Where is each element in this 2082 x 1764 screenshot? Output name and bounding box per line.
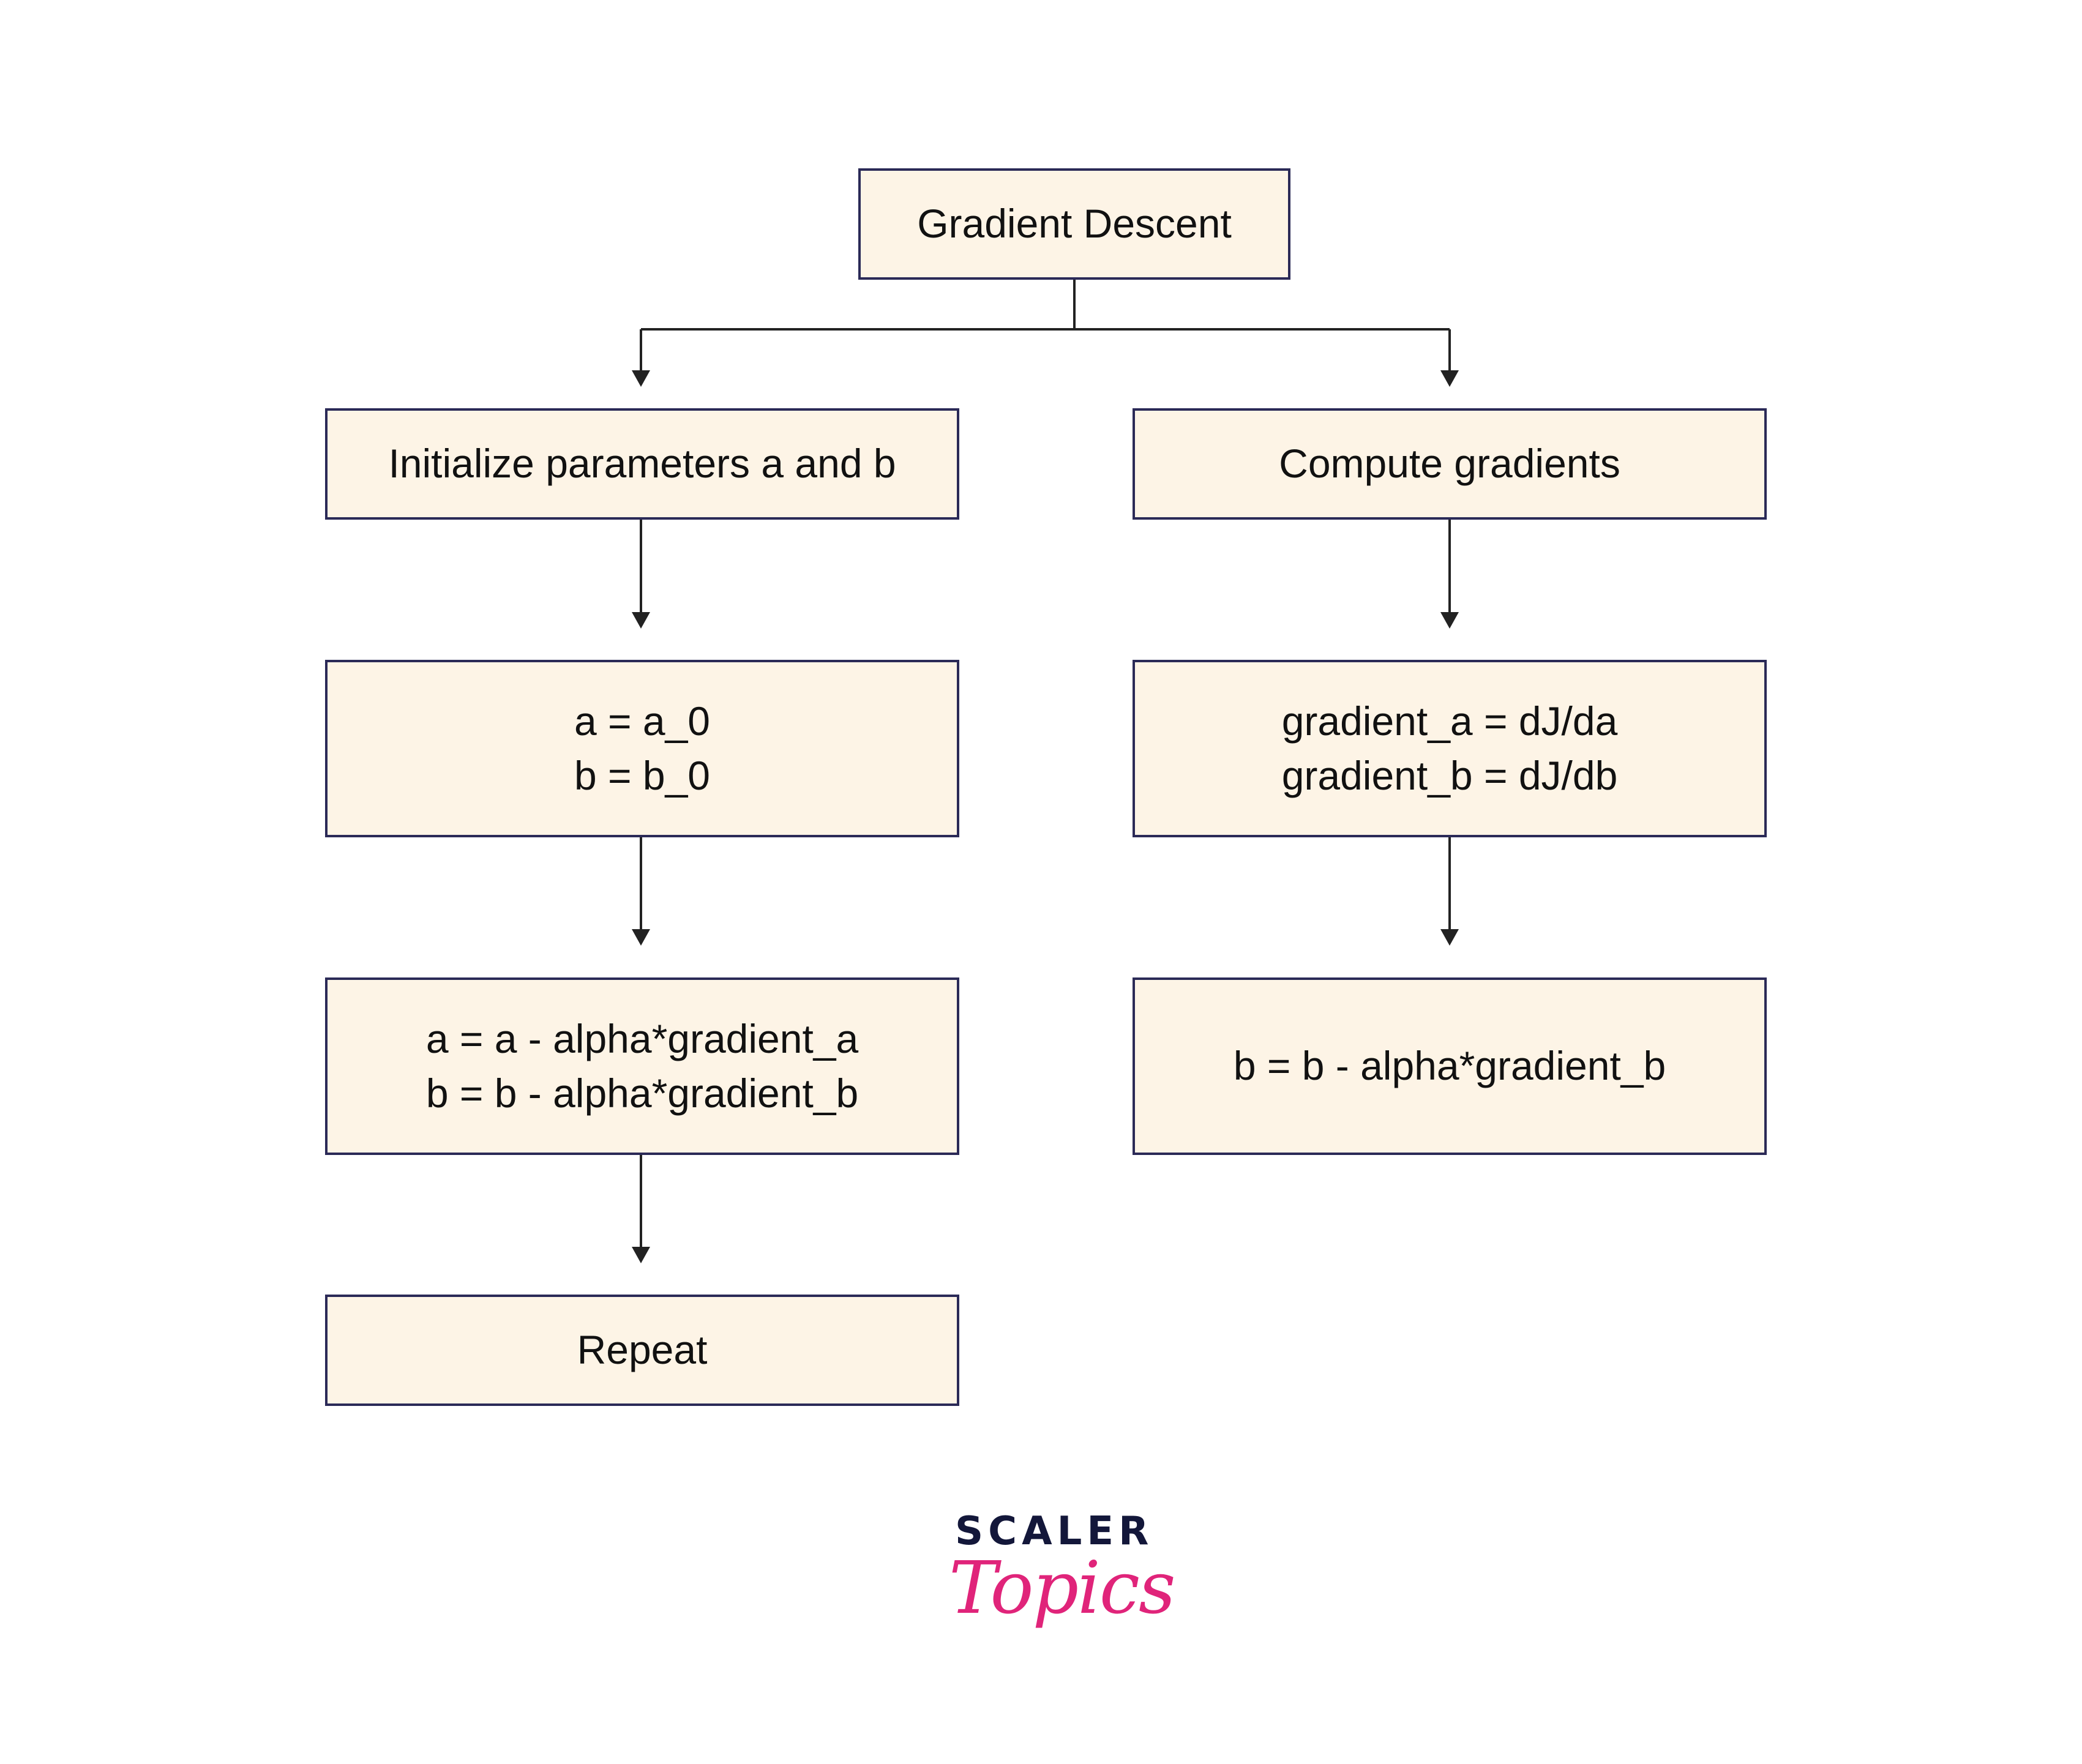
node-gradient-descent: Gradient Descent [858, 168, 1290, 280]
arrowhead-compute [1440, 370, 1459, 387]
node-gradient-descent-label: Gradient Descent [917, 201, 1232, 247]
arrowhead-gradients [1440, 612, 1459, 629]
node-gradient-line-b: gradient_b = dJ/db [1281, 753, 1618, 798]
node-repeat-label: Repeat [577, 1327, 708, 1373]
node-update-line-b: b = b - alpha*gradient_b [425, 1071, 859, 1116]
node-compute-gradients: Compute gradients [1133, 408, 1767, 520]
arrowhead-update [632, 929, 650, 946]
arrowhead-assign [632, 612, 650, 629]
node-update-line-a: a = a - alpha*gradient_a [425, 1015, 859, 1061]
node-gradient-line-a: gradient_a = dJ/da [1281, 698, 1618, 744]
node-update-b: b = b - alpha*gradient_b [1133, 977, 1767, 1155]
arrowhead-updateb [1440, 929, 1459, 946]
node-assign-line-b: b = b_0 [574, 753, 711, 798]
node-update-parameters: a = a - alpha*gradient_a b = b - alpha*g… [325, 977, 959, 1155]
scaler-topics-logo: SCALER Topics [949, 1509, 1176, 1668]
node-compute-gradients-label: Compute gradients [1279, 441, 1620, 487]
node-repeat: Repeat [325, 1295, 959, 1406]
logo-topics-text: Topics [949, 1545, 1176, 1630]
logo-scaler-text: SCALER [955, 1509, 1154, 1554]
arrowhead-initialize [632, 370, 650, 387]
node-update-b-label: b = b - alpha*gradient_b [1233, 1043, 1666, 1089]
node-gradient-formulas: gradient_a = dJ/da gradient_b = dJ/db [1133, 660, 1767, 837]
node-assign-initial: a = a_0 b = b_0 [325, 660, 959, 837]
node-initialize: Initialize parameters a and b [325, 408, 959, 520]
arrowhead-repeat [632, 1247, 650, 1263]
node-initialize-label: Initialize parameters a and b [388, 441, 896, 487]
node-assign-line-a: a = a_0 [574, 698, 711, 744]
